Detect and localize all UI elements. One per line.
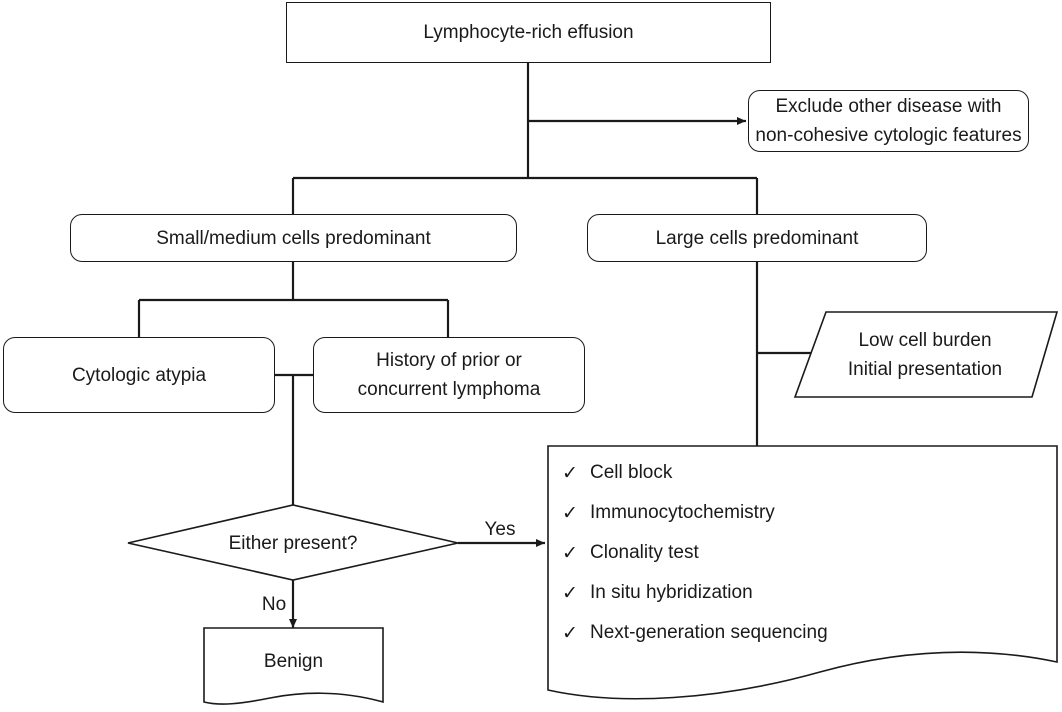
large-cells-label: Large cells predominant <box>655 227 859 249</box>
decision-diamond <box>127 504 459 581</box>
benign-label: Benign <box>263 650 324 672</box>
check-icon: ✓ <box>562 582 578 604</box>
benign-text: Benign <box>204 645 383 677</box>
exclude-line-2: non-cohesive cytologic features <box>755 125 1022 146</box>
test-item: ✓ Cell block <box>562 453 828 493</box>
test-item: ✓ Clonality test <box>562 533 828 573</box>
history-node: History of prior or concurrent lymphoma <box>313 337 585 413</box>
atypia-label: Cytologic atypia <box>71 364 207 386</box>
check-icon: ✓ <box>562 622 578 644</box>
tests-checklist: ✓ Cell block ✓ Immunocytochemistry ✓ Clo… <box>562 453 828 653</box>
history-line-2: concurrent lymphoma <box>357 379 541 400</box>
test-item: ✓ Immunocytochemistry <box>562 493 828 533</box>
test-item-label: Clonality test <box>590 542 699 563</box>
low-burden-line-2: Initial presentation <box>847 359 1003 380</box>
yes-edge-label: Yes <box>484 518 516 540</box>
start-node-label: Lymphocyte-rich effusion <box>423 22 634 43</box>
start-node: Lymphocyte-rich effusion <box>286 2 771 63</box>
no-edge-label: No <box>261 593 287 615</box>
history-line-1: History of prior or <box>376 350 522 371</box>
check-icon: ✓ <box>562 502 578 524</box>
test-item: ✓ In situ hybridization <box>562 573 828 613</box>
decision-label: Either present? <box>228 532 358 554</box>
test-item-label: Next-generation sequencing <box>590 622 828 643</box>
atypia-node: Cytologic atypia <box>3 337 275 413</box>
check-icon: ✓ <box>562 462 578 484</box>
large-cells-node: Large cells predominant <box>587 214 927 262</box>
test-item-label: Cell block <box>590 462 673 483</box>
low-burden-text: Low cell burden Initial presentation <box>810 318 1040 392</box>
small-medium-node: Small/medium cells predominant <box>70 214 517 262</box>
small-medium-label: Small/medium cells predominant <box>156 227 431 249</box>
test-item-label: Immunocytochemistry <box>590 502 775 523</box>
decision-text: Either present? <box>190 528 396 558</box>
exclude-line-1: Exclude other disease with <box>775 96 1002 117</box>
check-icon: ✓ <box>562 542 578 564</box>
low-burden-line-1: Low cell burden <box>858 330 992 351</box>
exclude-node: Exclude other disease with non-cohesive … <box>748 90 1029 152</box>
tests-document-shape <box>547 445 1058 700</box>
low-burden-parallelogram <box>793 311 1059 398</box>
benign-document-shape <box>203 627 384 705</box>
test-item: ✓ Next-generation sequencing <box>562 613 828 653</box>
test-item-label: In situ hybridization <box>590 582 753 603</box>
